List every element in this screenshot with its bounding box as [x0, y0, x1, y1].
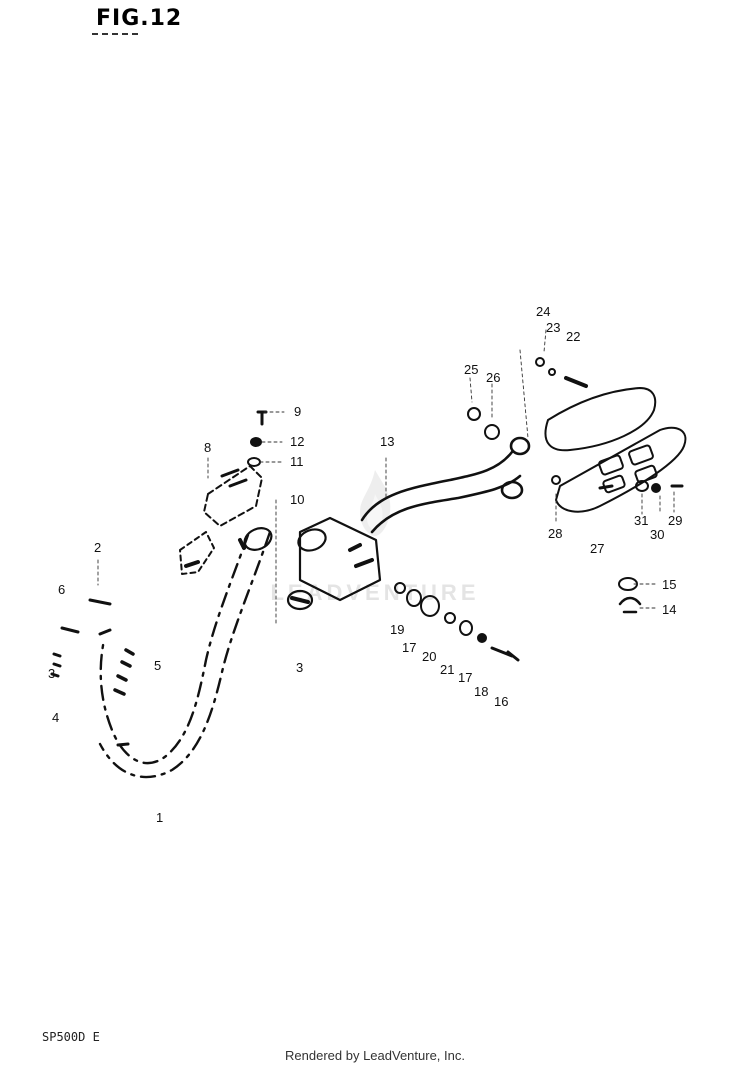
header-pipe-flange	[113, 527, 273, 747]
callout-2: 2	[94, 540, 101, 555]
callout-3b: 3	[48, 666, 55, 681]
callout-4: 4	[52, 710, 59, 725]
callout-3a: 3	[296, 660, 303, 675]
callout-31: 31	[634, 513, 648, 528]
callout-12: 12	[290, 434, 304, 449]
callout-15: 15	[662, 577, 676, 592]
callout-26: 26	[486, 370, 500, 385]
callout-27: 27	[590, 541, 604, 556]
figure-title-underline	[92, 33, 138, 35]
muffler-connector	[286, 516, 382, 611]
model-code: SP500D E	[42, 1030, 100, 1044]
hardware-parts	[50, 357, 684, 678]
callout-14: 14	[662, 602, 676, 617]
callout-29: 29	[668, 513, 682, 528]
callout-19: 19	[390, 622, 404, 637]
footer-credit: Rendered by LeadVenture, Inc.	[285, 1048, 465, 1063]
callout-21: 21	[440, 662, 454, 677]
callout-17b: 17	[458, 670, 472, 685]
callout-24: 24	[536, 304, 550, 319]
callout-25: 25	[464, 362, 478, 377]
callout-17a: 17	[402, 640, 416, 655]
callout-11: 11	[290, 454, 304, 469]
callout-labels: 1 2 3 3 4 5 6 8 9 10 11 12 13 14 15 16 1…	[48, 304, 682, 825]
callout-10: 10	[290, 492, 304, 507]
callout-18: 18	[474, 684, 488, 699]
silencer-tube	[360, 436, 531, 534]
callout-16: 16	[494, 694, 508, 709]
callout-30: 30	[650, 527, 664, 542]
exhaust-header-pipe	[98, 530, 272, 779]
callout-9: 9	[294, 404, 301, 419]
pipe-heat-shield	[179, 465, 263, 575]
callout-leader-lines	[97, 329, 675, 625]
callout-20: 20	[422, 649, 436, 664]
callout-23: 23	[546, 320, 560, 335]
callout-6: 6	[58, 582, 65, 597]
figure-title: FIG.12	[96, 6, 183, 31]
callout-5: 5	[154, 658, 161, 673]
muffler-body	[544, 387, 687, 513]
callout-13: 13	[380, 434, 394, 449]
callout-1: 1	[156, 810, 163, 825]
callout-22: 22	[566, 329, 580, 344]
callout-28: 28	[548, 526, 562, 541]
callout-8: 8	[204, 440, 211, 455]
